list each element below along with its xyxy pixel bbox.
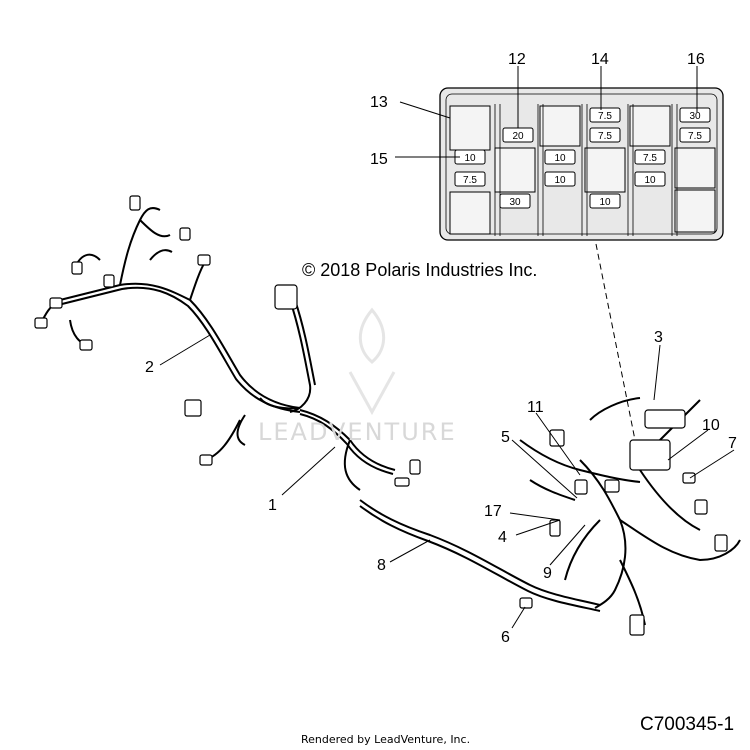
detail-leader-line (595, 243, 637, 446)
relay (629, 105, 671, 147)
callout-1: 1 (268, 497, 277, 514)
callout-17: 17 (484, 503, 502, 520)
copyright-notice: © 2018 Polaris Industries Inc. (302, 260, 538, 280)
watermark-text: LEADVENTURE (258, 418, 457, 446)
fuse-rating: 10 (644, 175, 656, 186)
fuse-rating: 10 (554, 175, 566, 186)
callouts: 1 2 3 4 5 6 7 8 9 10 11 12 13 14 15 16 1… (145, 51, 737, 646)
fuse-rating: 7.5 (463, 175, 477, 186)
fuse-rating: 20 (512, 131, 524, 142)
figure-id: C700345-1 (640, 714, 735, 735)
fuse-rating: 7.5 (643, 153, 657, 164)
callout-2: 2 (145, 359, 154, 376)
fuse-box: 20 7.5 7.5 30 7.5 10 7.5 10 10 7.5 10 30 10 (439, 87, 724, 241)
relay (674, 189, 716, 233)
callout-3: 3 (654, 329, 663, 346)
harness-8 (359, 499, 601, 612)
fuse-rating: 10 (599, 197, 611, 208)
relay (449, 191, 491, 235)
callout-7: 7 (728, 435, 737, 452)
fuse-rating: 30 (689, 111, 701, 122)
fuse-rating: 30 (509, 197, 521, 208)
relay-13 (449, 105, 491, 151)
relay (539, 105, 581, 147)
relay (674, 147, 716, 189)
fuse (589, 127, 621, 143)
leadventure-watermark-logo (348, 307, 396, 416)
callout-16: 16 (687, 51, 705, 68)
harness-2 (39, 207, 301, 413)
rendered-by-credit: Rendered by LeadVenture, Inc. (301, 733, 471, 746)
connectors-rear (519, 409, 728, 636)
callout-6: 6 (501, 629, 510, 646)
fuse (544, 149, 576, 165)
fuse (454, 171, 486, 187)
fuse-rating: 10 (464, 153, 476, 164)
callout-14: 14 (591, 51, 609, 68)
fuse-rating: 7.5 (688, 131, 702, 142)
callout-4: 4 (498, 529, 507, 546)
fuse (544, 171, 576, 187)
fuse-rating: 7.5 (598, 111, 612, 122)
fuse (634, 149, 666, 165)
fuse-rating: 7.5 (598, 131, 612, 142)
fuse (679, 107, 711, 123)
callout-12: 12 (508, 51, 526, 68)
fuse (679, 127, 711, 143)
fuse (634, 171, 666, 187)
connectors-1 (184, 284, 421, 487)
relay (494, 147, 536, 193)
connectors-2 (34, 195, 211, 351)
fuse (589, 107, 621, 123)
callout-11: 11 (527, 399, 544, 416)
callout-9: 9 (543, 565, 552, 582)
fuse-rating: 10 (554, 153, 566, 164)
callout-15: 15 (370, 151, 388, 168)
callout-10: 10 (702, 417, 720, 434)
callout-13: 13 (370, 94, 388, 111)
relay (584, 147, 626, 193)
fuse (589, 193, 621, 209)
harness-1 (204, 299, 396, 491)
fuse (499, 193, 531, 209)
callout-8: 8 (377, 557, 386, 574)
callout-5: 5 (501, 429, 510, 446)
leader-lines (159, 66, 735, 629)
